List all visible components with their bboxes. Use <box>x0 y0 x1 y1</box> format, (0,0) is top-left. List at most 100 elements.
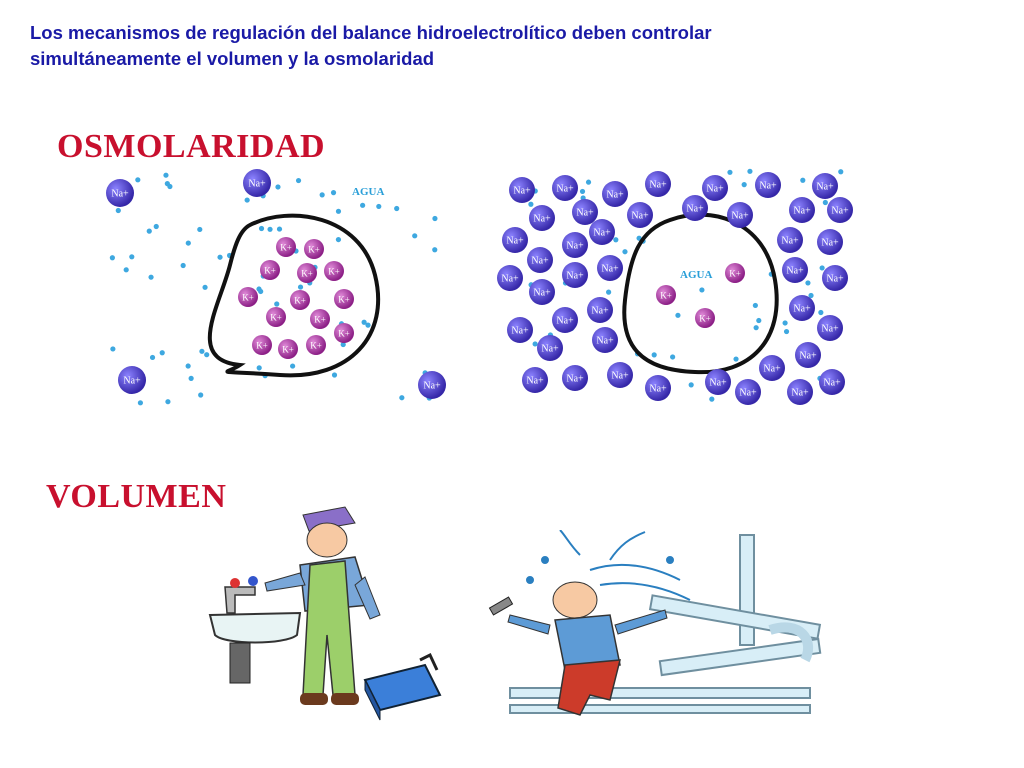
na-ion: Na+ <box>812 173 838 199</box>
water-dot <box>185 240 191 246</box>
water-dot <box>197 226 203 233</box>
water-dot <box>163 172 169 178</box>
water-dot <box>297 284 304 290</box>
water-dot <box>331 372 338 378</box>
svg-text:Na+: Na+ <box>649 180 667 191</box>
svg-text:Na+: Na+ <box>533 214 551 225</box>
svg-text:Na+: Na+ <box>556 184 574 195</box>
svg-text:Na+: Na+ <box>759 181 777 192</box>
svg-text:Na+: Na+ <box>248 179 266 190</box>
svg-text:Na+: Na+ <box>531 256 549 267</box>
water-dot <box>115 207 121 214</box>
svg-text:K+: K+ <box>280 243 292 253</box>
water-spray-icon <box>526 530 691 601</box>
k-ion: K+ <box>324 261 344 281</box>
na-ion: Na+ <box>817 229 843 255</box>
svg-text:Na+: Na+ <box>631 211 649 222</box>
svg-text:Na+: Na+ <box>606 190 624 201</box>
svg-text:Na+: Na+ <box>821 324 839 335</box>
water-dot <box>783 328 790 335</box>
svg-text:K+: K+ <box>242 293 254 303</box>
na-ion: Na+ <box>497 265 523 291</box>
na-ion: Na+ <box>592 327 618 353</box>
water-dot <box>335 236 342 243</box>
svg-text:Na+: Na+ <box>526 376 544 387</box>
k-ion: K+ <box>306 335 326 355</box>
water-dot <box>319 192 325 198</box>
svg-text:Na+: Na+ <box>501 274 519 285</box>
panicked-plumber-figure <box>488 581 668 716</box>
svg-text:K+: K+ <box>314 315 326 325</box>
svg-text:Na+: Na+ <box>816 182 834 193</box>
water-dot <box>699 287 705 293</box>
na-ion: Na+ <box>529 279 555 305</box>
k-ion: K+ <box>310 309 330 329</box>
na-ion: Na+ <box>787 379 813 405</box>
svg-text:Na+: Na+ <box>821 238 839 249</box>
water-dot <box>432 247 438 253</box>
k-ion: K+ <box>656 285 676 305</box>
water-dot <box>747 168 753 174</box>
svg-text:Na+: Na+ <box>533 288 551 299</box>
water-dot <box>244 197 250 203</box>
na-ion: Na+ <box>782 257 808 283</box>
cell-diagram-normal: K+K+K+K+K+K+K+K+K+K+K+K+K+K+ Na+Na+Na+Na… <box>106 169 446 406</box>
water-dot <box>275 184 281 190</box>
sink-icon <box>208 576 302 684</box>
na-ion: Na+ <box>587 297 613 323</box>
svg-text:Na+: Na+ <box>786 266 804 277</box>
svg-text:Na+: Na+ <box>793 206 811 217</box>
water-dot <box>165 399 171 405</box>
water-dot <box>399 395 405 401</box>
na-ion: Na+ <box>418 371 446 399</box>
water-dot <box>109 255 115 261</box>
water-dot <box>819 265 825 271</box>
na-ion: Na+ <box>529 205 555 231</box>
water-dot <box>675 312 681 318</box>
na-ions-outside: Na+ Na+ Na+ Na+ Na+ Na+ Na+ Na+ Na+ Na+ Na+ Na+ Na+ N… <box>497 171 853 405</box>
k-ions-inside: K+ K+ K+ <box>656 263 745 328</box>
water-dot <box>376 203 382 210</box>
k-ion: K+ <box>695 308 715 328</box>
water-dot <box>613 237 619 243</box>
water-dot <box>129 254 135 260</box>
water-dot <box>709 396 715 402</box>
svg-text:Na+: Na+ <box>731 211 749 222</box>
na-ion: Na+ <box>602 181 628 207</box>
svg-text:Na+: Na+ <box>576 208 594 219</box>
svg-text:Na+: Na+ <box>649 384 667 395</box>
svg-text:Na+: Na+ <box>513 186 531 197</box>
svg-text:Na+: Na+ <box>601 264 619 275</box>
svg-text:Na+: Na+ <box>541 344 559 355</box>
na-ion: Na+ <box>527 247 553 273</box>
water-dot <box>135 177 141 183</box>
water-dot <box>805 280 811 286</box>
water-dot <box>360 202 366 208</box>
svg-text:Na+: Na+ <box>739 388 757 399</box>
water-dot <box>180 262 186 269</box>
agua-label: AGUA <box>680 269 712 281</box>
water-dot <box>256 286 262 292</box>
na-ion: Na+ <box>817 315 843 341</box>
na-ion: Na+ <box>106 179 134 207</box>
svg-text:Na+: Na+ <box>706 184 724 195</box>
k-ion: K+ <box>725 263 745 283</box>
na-ion: Na+ <box>607 362 633 388</box>
water-dot <box>335 208 342 214</box>
subtitle-line-1: Los mecanismos de regulación del balance… <box>30 22 712 43</box>
cell-membrane <box>622 212 779 375</box>
na-ion: Na+ <box>552 175 578 201</box>
osmolaridad-heading: OSMOLARIDAD <box>57 128 326 165</box>
na-ion: Na+ <box>627 202 653 228</box>
water-dot <box>258 225 265 232</box>
na-ion: Na+ <box>645 375 671 401</box>
na-ion: Na+ <box>682 195 708 221</box>
svg-text:Na+: Na+ <box>111 189 129 200</box>
water-dot <box>727 169 733 175</box>
k-ion: K+ <box>238 287 258 307</box>
water-dot <box>361 319 367 325</box>
na-ion: Na+ <box>827 197 853 223</box>
na-ion: Na+ <box>795 342 821 368</box>
water-dot <box>290 363 296 369</box>
water-dot <box>295 177 302 184</box>
